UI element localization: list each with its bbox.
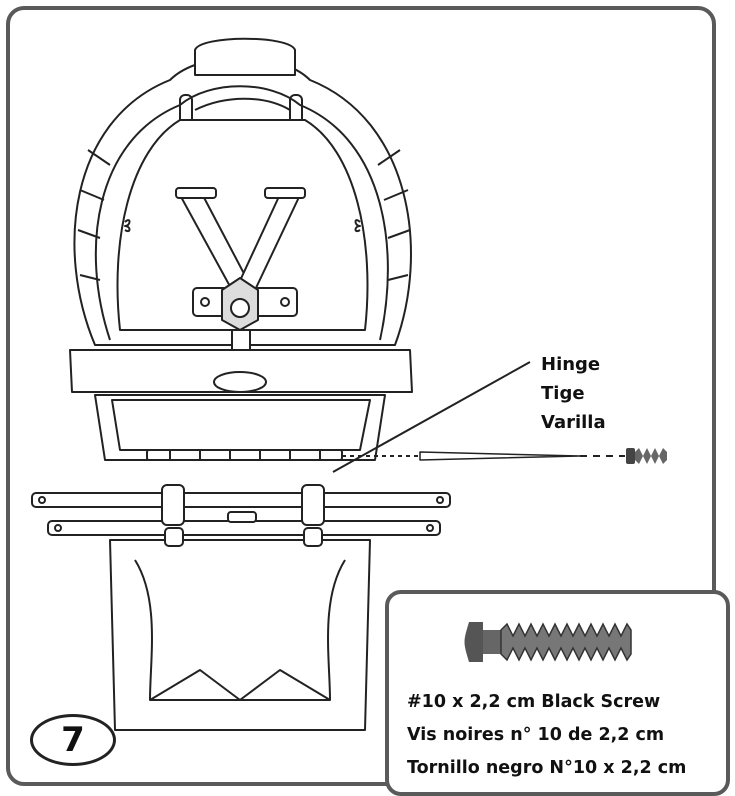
hardware-panel: #10 x 2,2 cm Black Screw Vis noires n° 1… [385, 590, 730, 796]
hardware-label-fr: Vis noires n° 10 de 2,2 cm [407, 725, 665, 745]
screw-icon [464, 622, 632, 662]
callout-label-en: Hinge [541, 354, 601, 375]
screw-small-icon [626, 448, 667, 464]
hinge-callout: Hinge Tige Varilla [541, 350, 606, 437]
callout-label-fr: Tige [541, 383, 585, 404]
callout-label-es: Varilla [541, 412, 606, 433]
step-number: 7 [30, 714, 116, 766]
hardware-label-es: Tornillo negro N°10 x 2,2 cm [407, 758, 687, 778]
page-frame [6, 6, 716, 786]
hardware-label-en: #10 x 2,2 cm Black Screw [407, 692, 661, 712]
